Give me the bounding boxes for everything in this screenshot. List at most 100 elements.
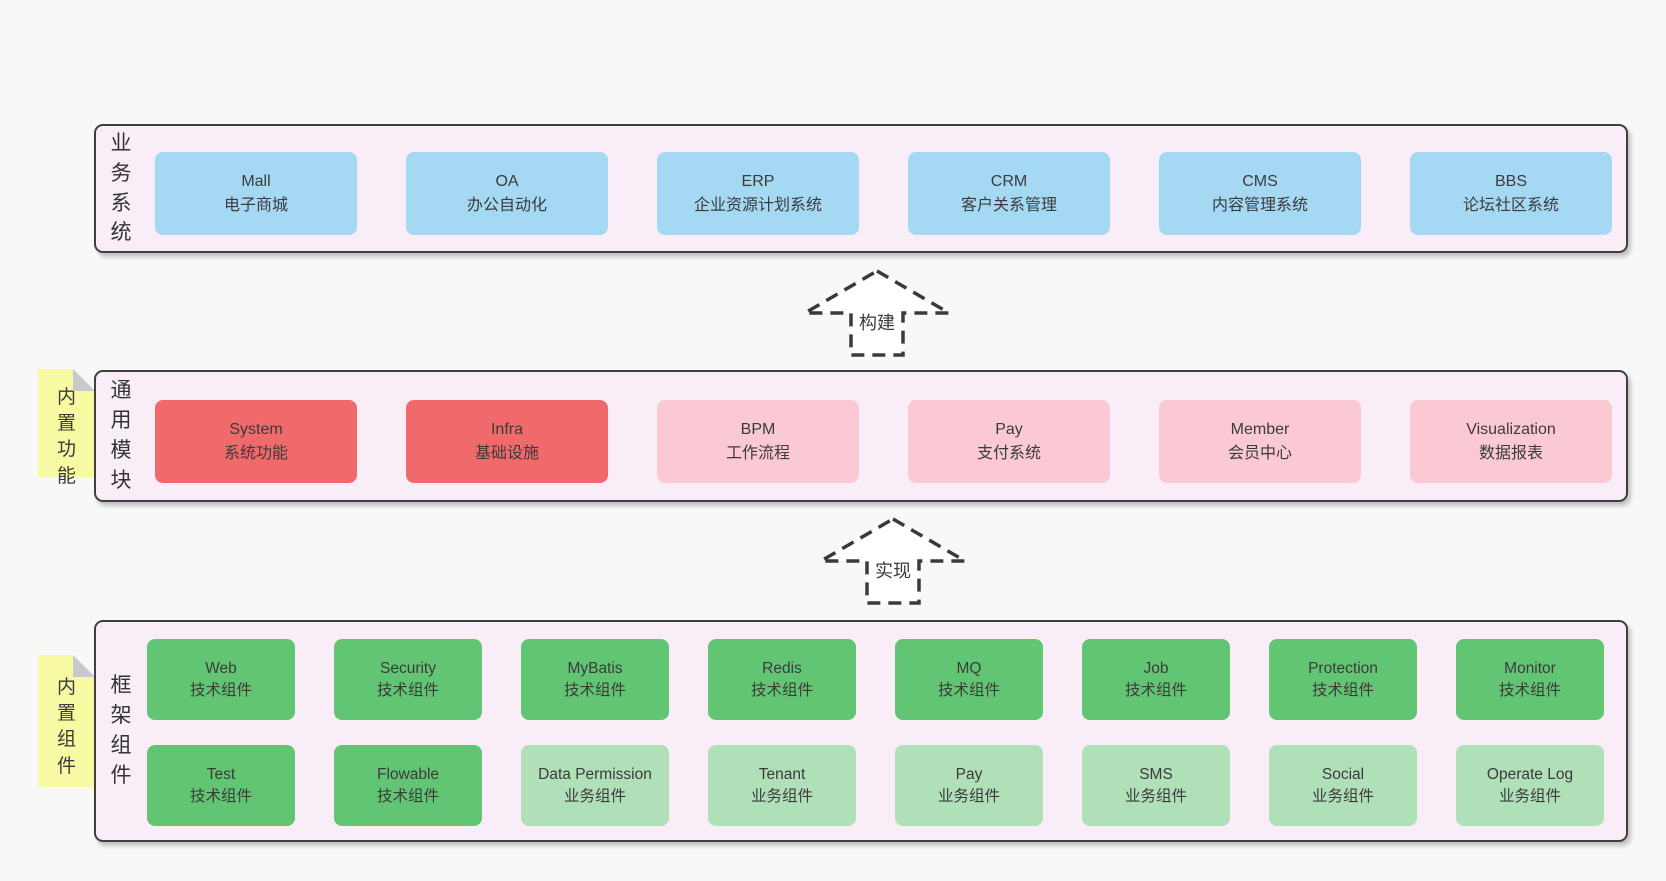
- box-flowable: Flowable 技术组件: [334, 745, 482, 826]
- box-monitor: Monitor 技术组件: [1456, 639, 1604, 720]
- box-title: BBS: [1494, 172, 1527, 190]
- implement-arrow-label: 实现: [870, 556, 916, 584]
- box-oa: OA 办公自动化: [406, 152, 608, 235]
- box-subtitle: 内容管理系统: [1211, 196, 1308, 214]
- box-title: Social: [1321, 765, 1365, 783]
- box-crm: CRM 客户关系管理: [908, 152, 1110, 235]
- box-subtitle: 技术组件: [1498, 681, 1561, 699]
- layer-title-text: 通用模块: [110, 379, 132, 492]
- sticky-note-built-in-features: 内置功能: [38, 369, 95, 487]
- box-title: Infra: [490, 420, 523, 438]
- layer-common-modules: 通用模块 System 系统功能 Infra 基础设施 BPM 工作流程 Pay…: [94, 370, 1628, 502]
- box-mall: Mall 电子商城: [155, 152, 357, 235]
- box-subtitle: 业务组件: [1311, 787, 1374, 805]
- box-title: Tenant: [758, 765, 806, 783]
- business-box-row: Mall 电子商城 OA 办公自动化 ERP 企业资源计划系统 CRM 客户关系…: [155, 152, 1612, 235]
- box-title: Protection: [1308, 659, 1378, 677]
- box-subtitle: 技术组件: [563, 681, 626, 699]
- build-arrow: 构建: [802, 268, 952, 358]
- box-data-permission: Data Permission 业务组件: [521, 745, 669, 826]
- layer-title-text: 框架组件: [110, 674, 132, 787]
- box-subtitle: 支付系统: [976, 444, 1041, 462]
- box-title: SMS: [1139, 765, 1173, 783]
- box-subtitle: 业务组件: [1124, 787, 1187, 805]
- box-subtitle: 数据报表: [1478, 444, 1543, 462]
- box-title: BPM: [740, 420, 776, 438]
- box-system: System 系统功能: [155, 400, 357, 483]
- box-subtitle: 技术组件: [1124, 681, 1187, 699]
- box-title: Mall: [241, 172, 271, 190]
- box-subtitle: 技术组件: [1311, 681, 1374, 699]
- box-title: CRM: [990, 172, 1028, 190]
- box-social: Social 业务组件: [1269, 745, 1417, 826]
- box-subtitle: 技术组件: [376, 681, 439, 699]
- box-subtitle: 业务组件: [750, 787, 813, 805]
- sticky-note-label: 内置组件: [56, 677, 76, 777]
- box-title: Redis: [762, 659, 802, 677]
- build-arrow-label: 构建: [854, 308, 900, 336]
- box-subtitle: 技术组件: [376, 787, 439, 805]
- box-subtitle: 系统功能: [223, 444, 288, 462]
- layer-title: 业务系统: [104, 126, 138, 251]
- box-test: Test 技术组件: [147, 745, 295, 826]
- box-subtitle: 办公自动化: [466, 196, 547, 214]
- box-mq: MQ 技术组件: [895, 639, 1043, 720]
- implement-arrow: 实现: [818, 516, 968, 606]
- box-title: MQ: [956, 659, 982, 677]
- layer-framework-components: 框架组件 Web 技术组件 Security 技术组件 MyBatis 技术组件…: [94, 620, 1628, 842]
- layer-business-systems: 业务系统 Mall 电子商城 OA 办公自动化 ERP 企业资源计划系统 CRM…: [94, 124, 1628, 253]
- box-title: Test: [206, 765, 236, 783]
- box-protection: Protection 技术组件: [1269, 639, 1417, 720]
- layer-title: 通用模块: [104, 372, 138, 500]
- box-tenant: Tenant 业务组件: [708, 745, 856, 826]
- box-subtitle: 客户关系管理: [960, 196, 1057, 214]
- box-title: Web: [205, 659, 237, 677]
- box-title: Visualization: [1466, 420, 1556, 438]
- box-redis: Redis 技术组件: [708, 639, 856, 720]
- box-sms: SMS 业务组件: [1082, 745, 1230, 826]
- box-bpm: BPM 工作流程: [657, 400, 859, 483]
- box-erp: ERP 企业资源计划系统: [657, 152, 859, 235]
- layer-title: 框架组件: [104, 622, 138, 840]
- box-security: Security 技术组件: [334, 639, 482, 720]
- box-member: Member 会员中心: [1159, 400, 1361, 483]
- box-cms: CMS 内容管理系统: [1159, 152, 1361, 235]
- box-subtitle: 论坛社区系统: [1462, 196, 1559, 214]
- box-title: Member: [1230, 420, 1290, 438]
- box-job: Job 技术组件: [1082, 639, 1230, 720]
- box-title: Data Permission: [538, 765, 652, 783]
- framework-box-row-2: Test 技术组件 Flowable 技术组件 Data Permission …: [147, 745, 1604, 826]
- box-title: Pay: [995, 420, 1023, 438]
- box-title: Pay: [955, 765, 983, 783]
- box-subtitle: 技术组件: [750, 681, 813, 699]
- layer-title-text: 业务系统: [110, 131, 132, 245]
- box-infra: Infra 基础设施: [406, 400, 608, 483]
- box-title: Flowable: [376, 765, 440, 783]
- box-subtitle: 企业资源计划系统: [693, 196, 822, 214]
- box-title: OA: [495, 172, 519, 190]
- module-box-row: System 系统功能 Infra 基础设施 BPM 工作流程 Pay 支付系统…: [155, 400, 1612, 483]
- box-subtitle: 技术组件: [189, 681, 252, 699]
- box-web: Web 技术组件: [147, 639, 295, 720]
- box-title: System: [229, 420, 283, 438]
- box-title: Security: [380, 659, 436, 677]
- framework-box-row-1: Web 技术组件 Security 技术组件 MyBatis 技术组件 Redi…: [147, 639, 1604, 720]
- box-subtitle: 电子商城: [223, 196, 288, 214]
- sticky-note-built-in-components: 内置组件: [38, 655, 95, 787]
- box-title: Operate Log: [1486, 765, 1574, 783]
- box-subtitle: 技术组件: [189, 787, 252, 805]
- box-pay-component: Pay 业务组件: [895, 745, 1043, 826]
- box-visualization: Visualization 数据报表: [1410, 400, 1612, 483]
- box-title: MyBatis: [567, 659, 623, 677]
- box-title: Monitor: [1504, 659, 1556, 677]
- box-title: ERP: [741, 172, 775, 190]
- box-subtitle: 基础设施: [474, 444, 539, 462]
- sticky-note-label: 内置功能: [56, 387, 76, 487]
- box-bbs: BBS 论坛社区系统: [1410, 152, 1612, 235]
- box-subtitle: 业务组件: [563, 787, 626, 805]
- box-pay-module: Pay 支付系统: [908, 400, 1110, 483]
- box-subtitle: 业务组件: [937, 787, 1000, 805]
- box-subtitle: 工作流程: [725, 444, 790, 462]
- box-title: Job: [1143, 659, 1169, 677]
